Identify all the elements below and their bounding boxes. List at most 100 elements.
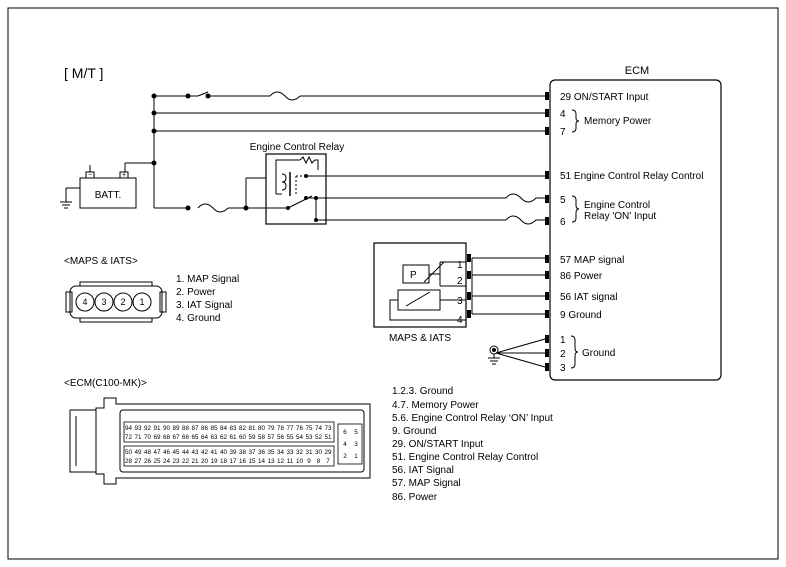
ecm-connector-pin: 4 bbox=[343, 441, 347, 448]
ecm-connector-pin: 23 bbox=[172, 458, 180, 465]
ecm-connector-pin: 5 bbox=[354, 429, 358, 436]
ecm-connector-pin: 69 bbox=[153, 434, 161, 441]
memory-power-label: Memory Power bbox=[584, 116, 652, 127]
ecm-connector-pin: 74 bbox=[315, 425, 323, 432]
ecm-connector-pin: 37 bbox=[248, 449, 256, 456]
ecm-connector-pin: 2 bbox=[343, 453, 347, 460]
ecm-connector-pin: 30 bbox=[315, 449, 323, 456]
mode-label: [ M/T ] bbox=[64, 65, 103, 81]
relay-on-brace bbox=[571, 195, 580, 223]
battery-pos-symbol: + bbox=[122, 172, 126, 179]
ecm-connector-pin: 13 bbox=[267, 458, 275, 465]
ecm-connector-pin: 60 bbox=[239, 434, 247, 441]
ecm-connector-pin: 32 bbox=[296, 449, 304, 456]
battery: − + BATT. bbox=[79, 171, 137, 209]
ecm-pin-9: 9 Ground bbox=[560, 310, 602, 321]
ground-brace bbox=[570, 335, 579, 369]
memory-power-brace bbox=[571, 109, 580, 133]
ecm-connector-pin: 42 bbox=[201, 449, 209, 456]
ecm-legend-item: 56. IAT Signal bbox=[392, 465, 454, 476]
maps-iats-sensor: P 1 2 3 4 MAPS & IATS bbox=[373, 242, 471, 344]
ecm-connector-pin: 1 bbox=[354, 453, 358, 460]
ecm-connector-pin: 73 bbox=[324, 425, 332, 432]
ecm-connector-shell bbox=[95, 397, 371, 485]
ecm-connector-pin: 59 bbox=[248, 434, 256, 441]
ecm-connector-pin: 57 bbox=[267, 434, 275, 441]
ecm-pin-markers bbox=[545, 92, 549, 371]
ecm-connector-pin: 27 bbox=[134, 458, 142, 465]
ecm-connector-pin: 22 bbox=[182, 458, 190, 465]
ecm-connector-pin: 56 bbox=[277, 434, 285, 441]
battery-neg-symbol: − bbox=[88, 172, 92, 179]
ecm-connector-pin: 43 bbox=[191, 449, 199, 456]
ecm-pin-29: 29 ON/START Input bbox=[560, 92, 649, 103]
ecm-connector-pin: 15 bbox=[248, 458, 256, 465]
ecm-connector-pin: 3 bbox=[354, 441, 358, 448]
ecm-pin-2: 2 bbox=[560, 349, 566, 360]
ecm-connector-pin: 79 bbox=[267, 425, 275, 432]
ecm-connector-pin: 41 bbox=[210, 449, 218, 456]
ecm-connector-pin: 48 bbox=[144, 449, 152, 456]
ecm-connector-pin: 35 bbox=[267, 449, 275, 456]
sensor-pin-4: 4 bbox=[457, 315, 463, 326]
maps-connector-title: <MAPS & IATS> bbox=[64, 256, 138, 267]
ecm-connector-pin: 94 bbox=[125, 425, 133, 432]
maps-legend-item: 3. IAT Signal bbox=[176, 300, 232, 311]
ground-label: Ground bbox=[582, 348, 615, 359]
ecm-connector-pin: 47 bbox=[153, 449, 161, 456]
ecm-legend-item: 57. MAP Signal bbox=[392, 478, 461, 489]
ecm-connector-pin: 49 bbox=[134, 449, 142, 456]
ecm-connector-pin: 34 bbox=[277, 449, 285, 456]
ecm-connector-pin: 67 bbox=[172, 434, 180, 441]
ecm-connector-pin: 33 bbox=[286, 449, 294, 456]
ecm-connector-pin: 90 bbox=[163, 425, 171, 432]
ecm-pin-5: 5 bbox=[560, 195, 566, 206]
ecm-connector-pin: 26 bbox=[144, 458, 152, 465]
page-frame bbox=[7, 7, 779, 560]
ecm-connector-pin: 76 bbox=[296, 425, 304, 432]
ecm-connector-pin: 71 bbox=[134, 434, 142, 441]
ecm-connector-pin: 88 bbox=[182, 425, 190, 432]
ecm-connector-pin: 19 bbox=[210, 458, 218, 465]
ecm-connector-pin: 68 bbox=[163, 434, 171, 441]
ecm-connector-pin: 72 bbox=[125, 434, 133, 441]
ecm-connector-pin: 63 bbox=[210, 434, 218, 441]
ecm-connector-pin: 51 bbox=[324, 434, 332, 441]
ecm-connector-pin: 78 bbox=[277, 425, 285, 432]
ecm-connector-title: <ECM(C100-MK)> bbox=[64, 378, 147, 389]
ecm-connector-pin: 7 bbox=[326, 458, 330, 465]
ecm-connector-pin: 81 bbox=[248, 425, 256, 432]
ecm-connector-pin: 91 bbox=[153, 425, 161, 432]
ecm-connector-pin: 18 bbox=[220, 458, 228, 465]
ecm-pin-51: 51 Engine Control Relay Control bbox=[560, 171, 703, 182]
ecm-title: ECM bbox=[625, 65, 649, 77]
ecm-connector-pin: 45 bbox=[172, 449, 180, 456]
ecm-connector-pin: 75 bbox=[305, 425, 313, 432]
ecm-pin-56: 56 IAT signal bbox=[560, 292, 617, 303]
ecm-connector-pin: 29 bbox=[324, 449, 332, 456]
ecm-connector-pin: 21 bbox=[191, 458, 199, 465]
ecm-connector-pin: 66 bbox=[182, 434, 190, 441]
ecm-connector-pin: 36 bbox=[258, 449, 266, 456]
ecm-pin-legend: 1.2.3. Ground 4.7. Memory Power 5.6. Eng… bbox=[392, 386, 553, 503]
relay-box bbox=[265, 153, 327, 225]
ecm-connector-pin: 77 bbox=[286, 425, 294, 432]
relay-on-label-2: Relay 'ON' Input bbox=[584, 211, 656, 222]
ecm-legend-item: 51. Engine Control Relay Control bbox=[392, 452, 538, 463]
ecm-pin-57: 57 MAP signal bbox=[560, 255, 624, 266]
ecm-legend-item: 5.6. Engine Control Relay ‘ON’ Input bbox=[392, 413, 553, 424]
ecm-connector-pin: 44 bbox=[182, 449, 190, 456]
ecm-connector-pin: 17 bbox=[229, 458, 237, 465]
ecm-connector-pin: 39 bbox=[229, 449, 237, 456]
sensor-name: MAPS & IATS bbox=[389, 333, 451, 344]
maps-connector-pin: 4 bbox=[82, 297, 87, 307]
ecm-connector-pin: 87 bbox=[191, 425, 199, 432]
ecm-pin-4: 4 bbox=[560, 109, 566, 120]
ecm-pin-1: 1 bbox=[560, 335, 566, 346]
relay-title: Engine Control Relay bbox=[250, 142, 345, 153]
ecm-connector-pin: 92 bbox=[144, 425, 152, 432]
maps-connector-pin: 2 bbox=[120, 297, 125, 307]
ecm-connector-pin: 28 bbox=[125, 458, 133, 465]
